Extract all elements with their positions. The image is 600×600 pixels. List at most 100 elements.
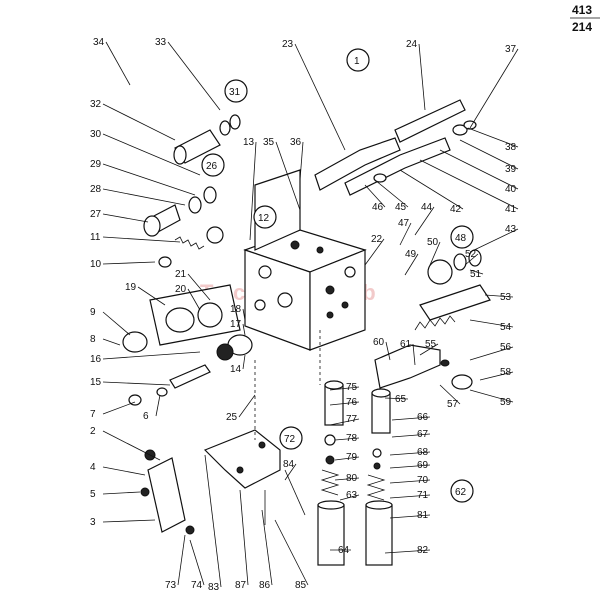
part-label-3: 3: [90, 517, 96, 528]
part-label-87: 87: [235, 580, 247, 591]
part-label-20: 20: [175, 284, 187, 295]
leader-line-78: [334, 437, 360, 441]
leader-line-82: [384, 549, 431, 554]
part-label-59: 59: [500, 397, 512, 408]
part-label-11: 11: [90, 232, 101, 243]
part-label-81: 81: [417, 510, 429, 521]
leader-line-42: [399, 169, 464, 210]
part-label-33: 33: [155, 37, 167, 48]
part-label-2: 2: [90, 426, 96, 437]
leader-line-69: [389, 464, 431, 469]
leader-line-85: [274, 519, 309, 586]
part-label-54: 54: [500, 322, 512, 333]
leader-line-34: [105, 41, 131, 86]
leader-line-39: [459, 139, 519, 170]
leader-line-77: [329, 418, 360, 426]
part-label-82: 82: [417, 545, 429, 556]
leader-line-50: [429, 241, 441, 266]
part-label-66: 66: [417, 412, 429, 423]
leader-line-37: [469, 48, 519, 129]
leader-line-66: [391, 416, 431, 421]
leader-line-9: [102, 311, 131, 336]
svg-text:1: 1: [354, 56, 360, 67]
svg-text:26: 26: [206, 161, 218, 172]
bracket-plate: [203, 429, 306, 525]
leader-line-25: [238, 394, 256, 418]
part-label-8: 8: [90, 334, 96, 345]
leader-line-24: [418, 43, 426, 111]
group-label-12: 12: [253, 205, 277, 229]
part-label-86: 86: [259, 580, 271, 591]
leader-line-17: [242, 323, 246, 336]
leader-line-68: [389, 451, 431, 456]
leader-line-73: [177, 534, 186, 586]
part-label-42: 42: [450, 204, 462, 215]
leader-line-49: [404, 253, 419, 276]
leader-line-8: [102, 338, 121, 346]
part-label-21: 21: [175, 269, 187, 280]
leader-line-23: [294, 43, 346, 151]
part-label-22: 22: [371, 234, 383, 245]
part-label-51: 51: [470, 269, 482, 280]
part-label-44: 44: [421, 202, 433, 213]
part-label-47: 47: [398, 218, 410, 229]
leader-line-55: [419, 343, 439, 356]
leader-line-30: [102, 133, 201, 176]
part-label-70: 70: [417, 475, 429, 486]
plug-assembly-31: [173, 114, 241, 165]
lower-right-column: [365, 388, 393, 566]
svg-text:48: 48: [455, 233, 467, 244]
leader-line-46: [364, 184, 386, 208]
leader-line-32: [102, 103, 176, 141]
leader-line-60: [385, 341, 391, 361]
part-label-38: 38: [505, 142, 517, 153]
part-label-39: 39: [505, 164, 517, 175]
part-label-41: 41: [505, 204, 517, 215]
part-label-52: 52: [465, 249, 477, 260]
leader-line-83: [204, 454, 222, 588]
svg-text:31: 31: [229, 87, 241, 98]
leader-line-84: [284, 463, 297, 481]
leader-line-29: [102, 163, 196, 196]
leader-line-22: [364, 238, 385, 266]
part-label-56: 56: [500, 342, 512, 353]
part-label-35: 35: [263, 137, 275, 148]
part-label-67: 67: [417, 429, 429, 440]
part-label-78: 78: [346, 433, 358, 444]
part-label-17: 17: [230, 319, 242, 330]
lower-left-column: [317, 380, 345, 566]
leader-line-63: [339, 494, 360, 501]
part-label-55: 55: [425, 339, 437, 350]
svg-text:12: 12: [258, 213, 270, 224]
leader-line-44: [414, 206, 435, 236]
part-label-4: 4: [90, 462, 96, 473]
plunger-assembly-26: [143, 186, 224, 268]
part-label-74: 74: [191, 580, 203, 591]
leader-line-58: [479, 371, 514, 381]
leader-line-35: [275, 141, 301, 211]
leader-line-21: [187, 273, 211, 301]
leader-line-7: [102, 401, 136, 415]
group-label-1: 1: [346, 48, 370, 72]
part-label-45: 45: [395, 202, 407, 213]
part-label-18: 18: [230, 304, 242, 315]
leader-line-19: [137, 286, 166, 306]
group-label-31: 31: [224, 79, 248, 103]
leader-line-27: [102, 213, 149, 223]
part-label-27: 27: [90, 209, 102, 220]
leader-line-54: [469, 319, 514, 328]
leader-line-75: [329, 386, 360, 391]
part-label-85: 85: [295, 580, 307, 591]
valve-block: [243, 169, 367, 351]
leader-line-15: [102, 381, 171, 386]
part-label-36: 36: [290, 137, 302, 148]
part-label-84: 84: [283, 459, 295, 470]
leader-line-76: [329, 401, 360, 406]
leader-line-47: [399, 222, 412, 246]
part-label-13: 13: [243, 137, 255, 148]
part-label-71: 71: [417, 490, 429, 501]
leader-line-43: [469, 228, 519, 253]
lever-assembly: [374, 344, 473, 390]
